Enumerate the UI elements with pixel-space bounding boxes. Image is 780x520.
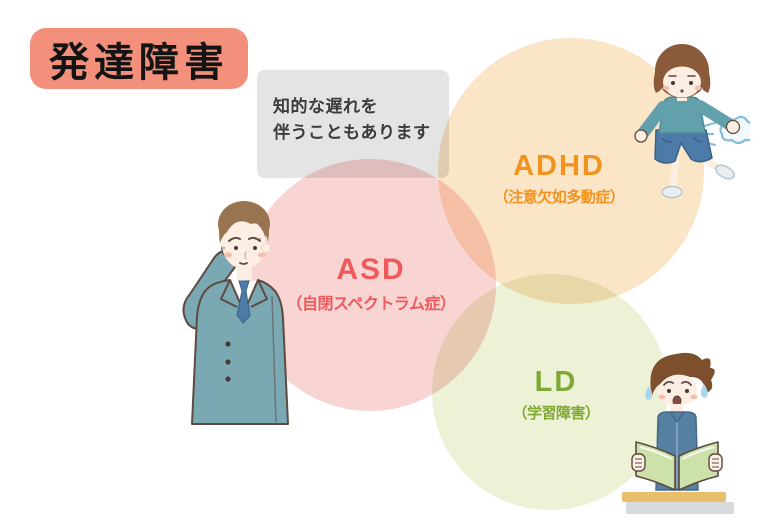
page-title: 発達障害 <box>30 28 248 89</box>
man-head <box>218 201 271 269</box>
asd-label: ASD （自閉スペクトラム症） <box>287 255 456 314</box>
man-scratching-head-illustration <box>180 192 305 432</box>
desk <box>622 492 734 514</box>
boy-head <box>653 44 711 101</box>
man-body-suit <box>191 266 289 425</box>
boy-kicking-illustration <box>618 40 755 217</box>
boy-reading-svg <box>622 352 734 514</box>
boy-torso-arms <box>634 96 741 143</box>
sweat-drop-icon <box>645 386 653 400</box>
adhd-abbr: ADHD <box>513 150 605 182</box>
note-line-1: 知的な遅れを <box>273 97 378 116</box>
man-illustration-svg <box>182 201 289 425</box>
boy-legs <box>661 152 735 199</box>
asd-abbr: ASD <box>336 253 406 286</box>
note-line-2: 伴うこともあります <box>273 122 431 142</box>
open-book <box>635 441 719 491</box>
ld-circle <box>432 274 668 510</box>
reading-boy-head <box>645 352 715 407</box>
adhd-label: ADHD （注意欠如多動症） <box>494 152 625 207</box>
ld-abbr: LD <box>534 366 578 398</box>
ld-full-name: （学習障害） <box>512 405 600 422</box>
boy-kicking-svg <box>634 44 755 199</box>
hands <box>631 453 723 472</box>
asd-full-name: （自閉スペクトラム症） <box>286 296 456 313</box>
ld-label: LD （学習障害） <box>512 366 600 423</box>
boy-shorts <box>654 129 713 164</box>
sweat-drop-icon <box>700 384 708 398</box>
boy-reading-illustration <box>616 346 738 519</box>
adhd-full-name: （注意欠如多動症） <box>493 189 625 206</box>
